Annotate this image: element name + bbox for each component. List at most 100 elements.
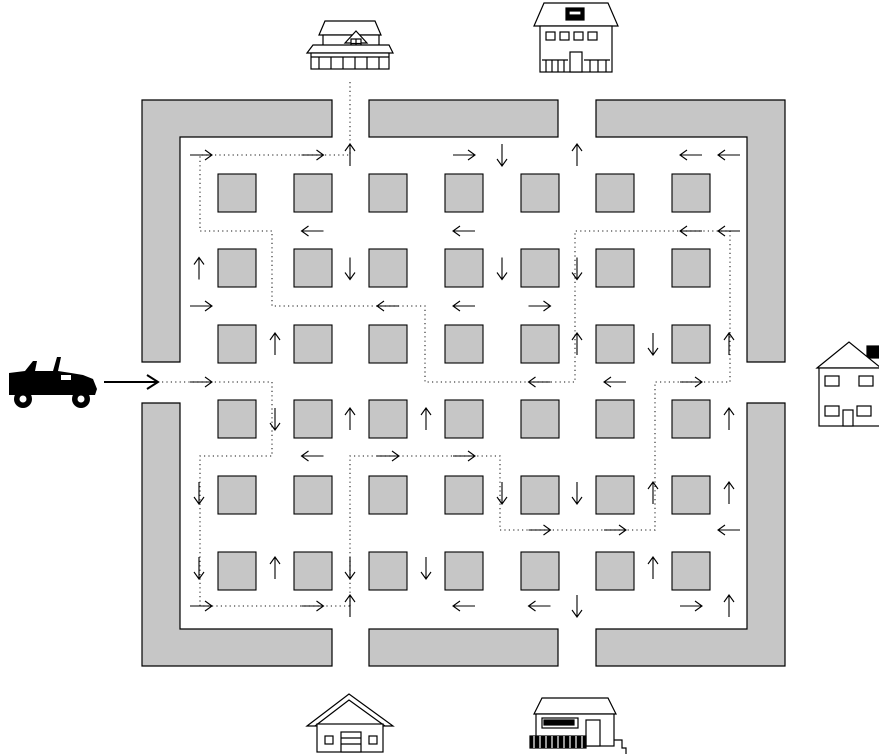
city-block bbox=[672, 249, 710, 287]
arrow-up bbox=[421, 408, 431, 430]
arrow-down bbox=[572, 482, 582, 504]
wall-top-middle bbox=[369, 100, 558, 137]
wall-bottom-left bbox=[142, 403, 332, 666]
arrow-up bbox=[345, 408, 355, 430]
arrow-right bbox=[453, 150, 475, 160]
jeep-icon bbox=[9, 357, 97, 408]
arrow-left bbox=[529, 601, 551, 611]
city-block bbox=[521, 174, 559, 212]
arrow-left bbox=[302, 451, 324, 461]
arrow-down bbox=[194, 482, 204, 504]
arrow-right bbox=[190, 601, 212, 611]
arrow-right bbox=[302, 601, 324, 611]
arrow-left bbox=[680, 150, 702, 160]
arrow-up bbox=[572, 144, 582, 166]
two-story-house-icon bbox=[307, 21, 393, 69]
arrow-left bbox=[680, 226, 702, 236]
arrow-up bbox=[572, 333, 582, 355]
bungalow-icon bbox=[534, 3, 618, 72]
arrow-down bbox=[648, 333, 658, 355]
arrow-right bbox=[190, 150, 212, 160]
arrow-left bbox=[529, 377, 551, 387]
city-block bbox=[369, 174, 407, 212]
city-block bbox=[521, 325, 559, 363]
arrow-down bbox=[421, 557, 431, 579]
arrow-right bbox=[190, 301, 212, 311]
city-block bbox=[521, 552, 559, 590]
city-block bbox=[218, 174, 256, 212]
city-block bbox=[218, 400, 256, 438]
city-block bbox=[218, 552, 256, 590]
city-block bbox=[596, 400, 634, 438]
arrow-left bbox=[453, 226, 475, 236]
arrow-right bbox=[190, 377, 212, 387]
city-block bbox=[294, 249, 332, 287]
arrow-left bbox=[453, 301, 475, 311]
city-block bbox=[445, 400, 483, 438]
city-block bbox=[369, 325, 407, 363]
city-block bbox=[369, 552, 407, 590]
arrow-left bbox=[302, 226, 324, 236]
city-block bbox=[294, 476, 332, 514]
city-block bbox=[521, 400, 559, 438]
city-block bbox=[445, 476, 483, 514]
arrow-up bbox=[194, 258, 204, 280]
arrow-down bbox=[345, 258, 355, 280]
arrow-up bbox=[724, 333, 734, 355]
city-block bbox=[672, 476, 710, 514]
arrow-up bbox=[270, 333, 280, 355]
city-block bbox=[672, 552, 710, 590]
arrow-left bbox=[718, 525, 740, 535]
city-block bbox=[294, 174, 332, 212]
city-block bbox=[672, 400, 710, 438]
colonial-house-icon bbox=[817, 342, 879, 426]
arrow-down bbox=[345, 557, 355, 579]
arrow-left bbox=[377, 301, 399, 311]
city-block bbox=[294, 325, 332, 363]
arrow-right bbox=[377, 451, 399, 461]
city-block bbox=[445, 552, 483, 590]
arrow-up bbox=[724, 482, 734, 504]
city-block bbox=[521, 249, 559, 287]
arrow-up bbox=[345, 144, 355, 166]
city-block bbox=[369, 400, 407, 438]
arrow-up bbox=[724, 408, 734, 430]
arrow-down bbox=[497, 482, 507, 504]
arrow-down bbox=[572, 595, 582, 617]
city-block bbox=[596, 552, 634, 590]
arrow-left bbox=[453, 601, 475, 611]
city-block bbox=[672, 325, 710, 363]
gable-house-icon bbox=[307, 694, 393, 752]
arrow-right bbox=[680, 601, 702, 611]
city-block bbox=[218, 325, 256, 363]
city-block bbox=[218, 476, 256, 514]
start-arrow bbox=[104, 375, 158, 389]
arrow-up bbox=[648, 557, 658, 579]
city-block bbox=[445, 174, 483, 212]
city-block bbox=[369, 476, 407, 514]
city-block bbox=[596, 174, 634, 212]
arrow-right bbox=[529, 525, 551, 535]
arrow-right bbox=[529, 301, 551, 311]
arrow-left bbox=[718, 150, 740, 160]
wall-bottom-right bbox=[596, 403, 785, 666]
arrow-left bbox=[604, 377, 626, 387]
arrow-right bbox=[604, 525, 626, 535]
city-block bbox=[672, 174, 710, 212]
city-block bbox=[596, 249, 634, 287]
arrow-right bbox=[302, 150, 324, 160]
city-block bbox=[596, 476, 634, 514]
arrow-right bbox=[680, 377, 702, 387]
city-block bbox=[445, 249, 483, 287]
city-block bbox=[294, 400, 332, 438]
arrow-up bbox=[648, 482, 658, 504]
arrow-left bbox=[718, 226, 740, 236]
shop-house-icon bbox=[530, 698, 626, 754]
arrow-right bbox=[453, 451, 475, 461]
wall-bottom-middle bbox=[369, 629, 558, 666]
arrow-down bbox=[572, 258, 582, 280]
arrow-up bbox=[345, 595, 355, 617]
arrow-down bbox=[194, 557, 204, 579]
